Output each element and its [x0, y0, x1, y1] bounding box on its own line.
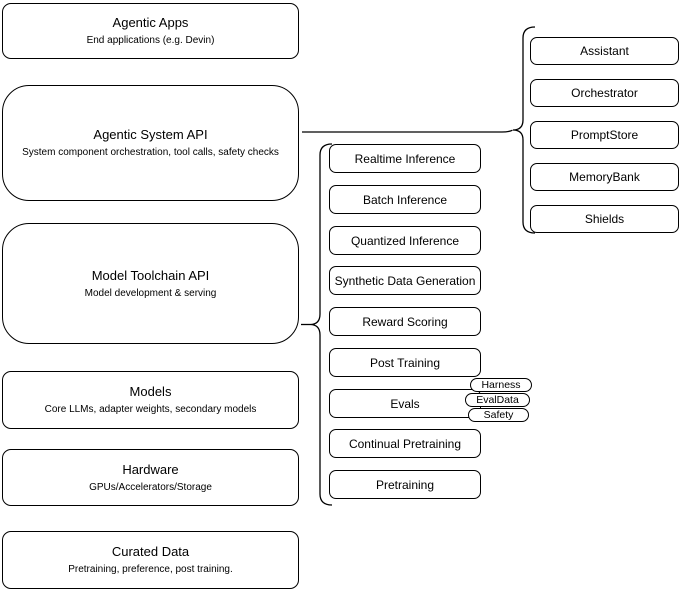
- node-orchestrator: Orchestrator: [530, 79, 679, 107]
- brace-right-column: [512, 26, 536, 234]
- node-reward-scoring: Reward Scoring: [329, 307, 481, 336]
- node-agentic-system-api: Agentic System API System component orch…: [2, 85, 299, 201]
- node-continual-pretraining: Continual Pretraining: [329, 429, 481, 458]
- node-subtitle: Model development & serving: [84, 287, 217, 299]
- node-shields: Shields: [530, 205, 679, 233]
- node-title: Agentic System API: [93, 127, 208, 142]
- node-pretraining: Pretraining: [329, 470, 481, 499]
- node-subtitle: End applications (e.g. Devin): [86, 35, 215, 46]
- badge-safety: Safety: [468, 408, 529, 422]
- node-post-training: Post Training: [329, 348, 481, 377]
- node-synthetic-data-generation: Synthetic Data Generation: [329, 266, 481, 295]
- node-assistant: Assistant: [530, 37, 679, 65]
- node-subtitle: Core LLMs, adapter weights, secondary mo…: [44, 404, 257, 415]
- node-title: Model Toolchain API: [91, 267, 210, 283]
- node-models: Models Core LLMs, adapter weights, secon…: [2, 371, 299, 429]
- node-model-toolchain-api: Model Toolchain API Model development & …: [2, 223, 299, 344]
- node-subtitle: GPUs/Accelerators/Storage: [89, 481, 212, 493]
- node-title: Hardware: [122, 461, 179, 477]
- node-curated-data: Curated Data Pretraining, preference, po…: [2, 531, 299, 589]
- node-memorybank: MemoryBank: [530, 163, 679, 191]
- node-evals: Evals: [329, 389, 481, 418]
- node-subtitle: Pretraining, preference, post training.: [68, 564, 233, 575]
- connector-system-api-to-right-brace: [302, 129, 513, 133]
- node-hardware: Hardware GPUs/Accelerators/Storage: [2, 449, 299, 506]
- badge-harness: Harness: [470, 378, 532, 392]
- node-promptstore: PromptStore: [530, 121, 679, 149]
- node-title: Agentic Apps: [112, 15, 189, 30]
- node-agentic-apps: Agentic Apps End applications (e.g. Devi…: [2, 3, 299, 59]
- node-title: Models: [129, 384, 172, 399]
- badge-evaldata: EvalData: [465, 393, 530, 407]
- node-batch-inference: Batch Inference: [329, 185, 481, 214]
- node-realtime-inference: Realtime Inference: [329, 144, 481, 173]
- node-title: Curated Data: [111, 544, 190, 559]
- node-subtitle: System component orchestration, tool cal…: [22, 147, 279, 158]
- node-quantized-inference: Quantized Inference: [329, 226, 481, 255]
